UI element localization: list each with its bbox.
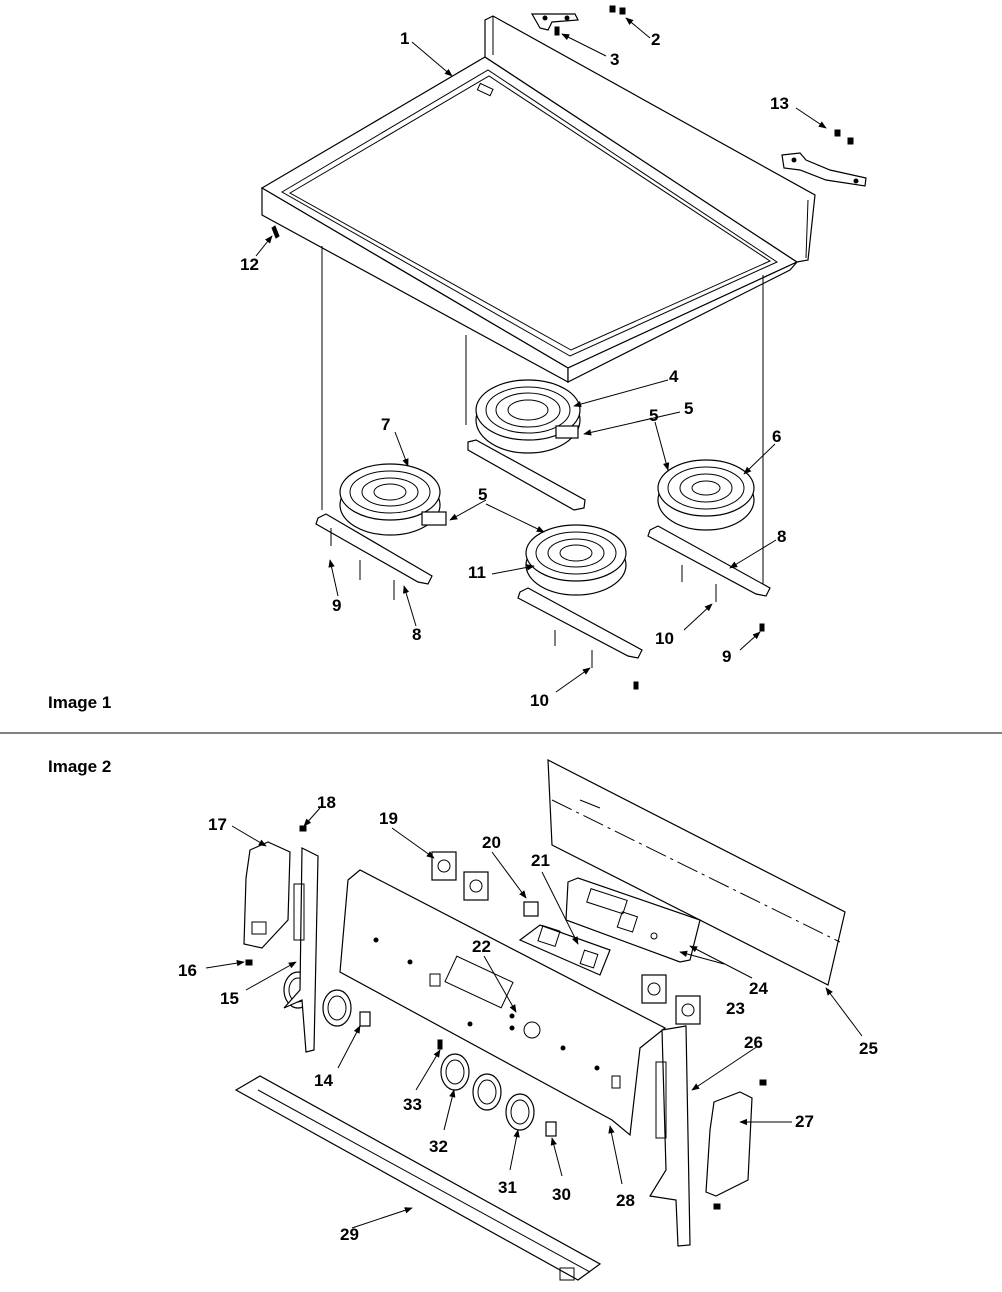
front-trim-strip	[234, 1075, 602, 1281]
callout-7: 7	[381, 415, 390, 434]
radiant-element-front	[525, 524, 627, 596]
callout-32: 32	[429, 1137, 448, 1156]
side-trim-right	[649, 1025, 691, 1247]
callout-21: 21	[531, 851, 550, 870]
callout-15: 15	[220, 989, 239, 1008]
callout-8b: 8	[412, 625, 421, 644]
panel-label-image-1: Image 1	[48, 693, 111, 712]
infinite-switch-right-a	[641, 974, 667, 1004]
screw-12	[271, 225, 280, 239]
callout-10a: 10	[655, 629, 674, 648]
radiant-element-rear	[475, 379, 581, 454]
callout-17: 17	[208, 815, 227, 834]
knob-32	[440, 1053, 470, 1091]
callout-2: 2	[651, 30, 660, 49]
radiant-element-left	[339, 463, 447, 536]
indicator-light-20	[523, 901, 539, 917]
callout-8a: 8	[777, 527, 786, 546]
callout-20: 20	[482, 833, 501, 852]
clip-33	[437, 1039, 443, 1050]
callout-33: 33	[403, 1095, 422, 1114]
callout-9b: 9	[722, 647, 731, 666]
callout-5b: 5	[478, 485, 487, 504]
indicator-light-14	[359, 1011, 371, 1027]
callout-18: 18	[317, 793, 336, 812]
callout-9a: 9	[332, 596, 341, 615]
panel-label-image-2: Image 2	[48, 757, 111, 776]
bracket-right	[647, 525, 771, 597]
image-1-panel	[255, 5, 867, 693]
hinge-bracket-right	[781, 129, 867, 187]
infinite-switch-19a	[431, 851, 457, 881]
callout-31: 31	[498, 1178, 517, 1197]
callout-3: 3	[610, 50, 619, 69]
knob-left-2	[322, 989, 352, 1027]
callout-16: 16	[178, 961, 197, 980]
end-cap-right	[705, 1091, 753, 1197]
infinite-switch-right-b	[675, 995, 701, 1025]
side-trim-left	[283, 847, 319, 1053]
screw-27-top	[759, 1079, 767, 1086]
callout-13: 13	[770, 94, 789, 113]
callout-11: 11	[468, 563, 486, 582]
callout-12: 12	[240, 255, 259, 274]
knob-center	[472, 1073, 502, 1111]
bracket-rear	[467, 439, 586, 511]
callout-14: 14	[314, 1071, 333, 1090]
callout-19: 19	[379, 809, 398, 828]
callout-5a: 5	[684, 399, 693, 418]
callout-26: 26	[744, 1033, 763, 1052]
callout-5c: 5	[649, 406, 658, 425]
screw-16	[245, 959, 253, 966]
callout-27: 27	[795, 1112, 814, 1131]
hinge-bracket-rear	[530, 5, 626, 36]
cooktop-glass	[260, 15, 816, 384]
backguard-rear-panel	[547, 758, 846, 986]
callout-24: 24	[749, 979, 768, 998]
callout-30: 30	[552, 1185, 571, 1204]
callout-6: 6	[772, 427, 781, 446]
callout-10b: 10	[530, 691, 549, 710]
callout-29: 29	[340, 1225, 359, 1244]
screw-18	[299, 825, 307, 832]
bracket-left	[315, 513, 433, 585]
control-panel	[339, 869, 667, 1137]
callout-22: 22	[472, 937, 491, 956]
screw-27-bottom	[713, 1203, 721, 1210]
callout-4: 4	[669, 367, 679, 386]
callout-28: 28	[616, 1191, 635, 1210]
callout-23: 23	[726, 999, 745, 1018]
knob-31	[505, 1093, 535, 1131]
indicator-light-30	[545, 1121, 557, 1137]
bracket-front	[517, 587, 643, 659]
image-2-panel	[205, 758, 863, 1281]
infinite-switch-19b	[463, 871, 489, 901]
callout-25: 25	[859, 1039, 878, 1058]
radiant-element-right	[657, 459, 755, 531]
electronic-control	[518, 877, 701, 976]
callout-1: 1	[400, 29, 409, 48]
end-cap-left	[243, 841, 291, 949]
